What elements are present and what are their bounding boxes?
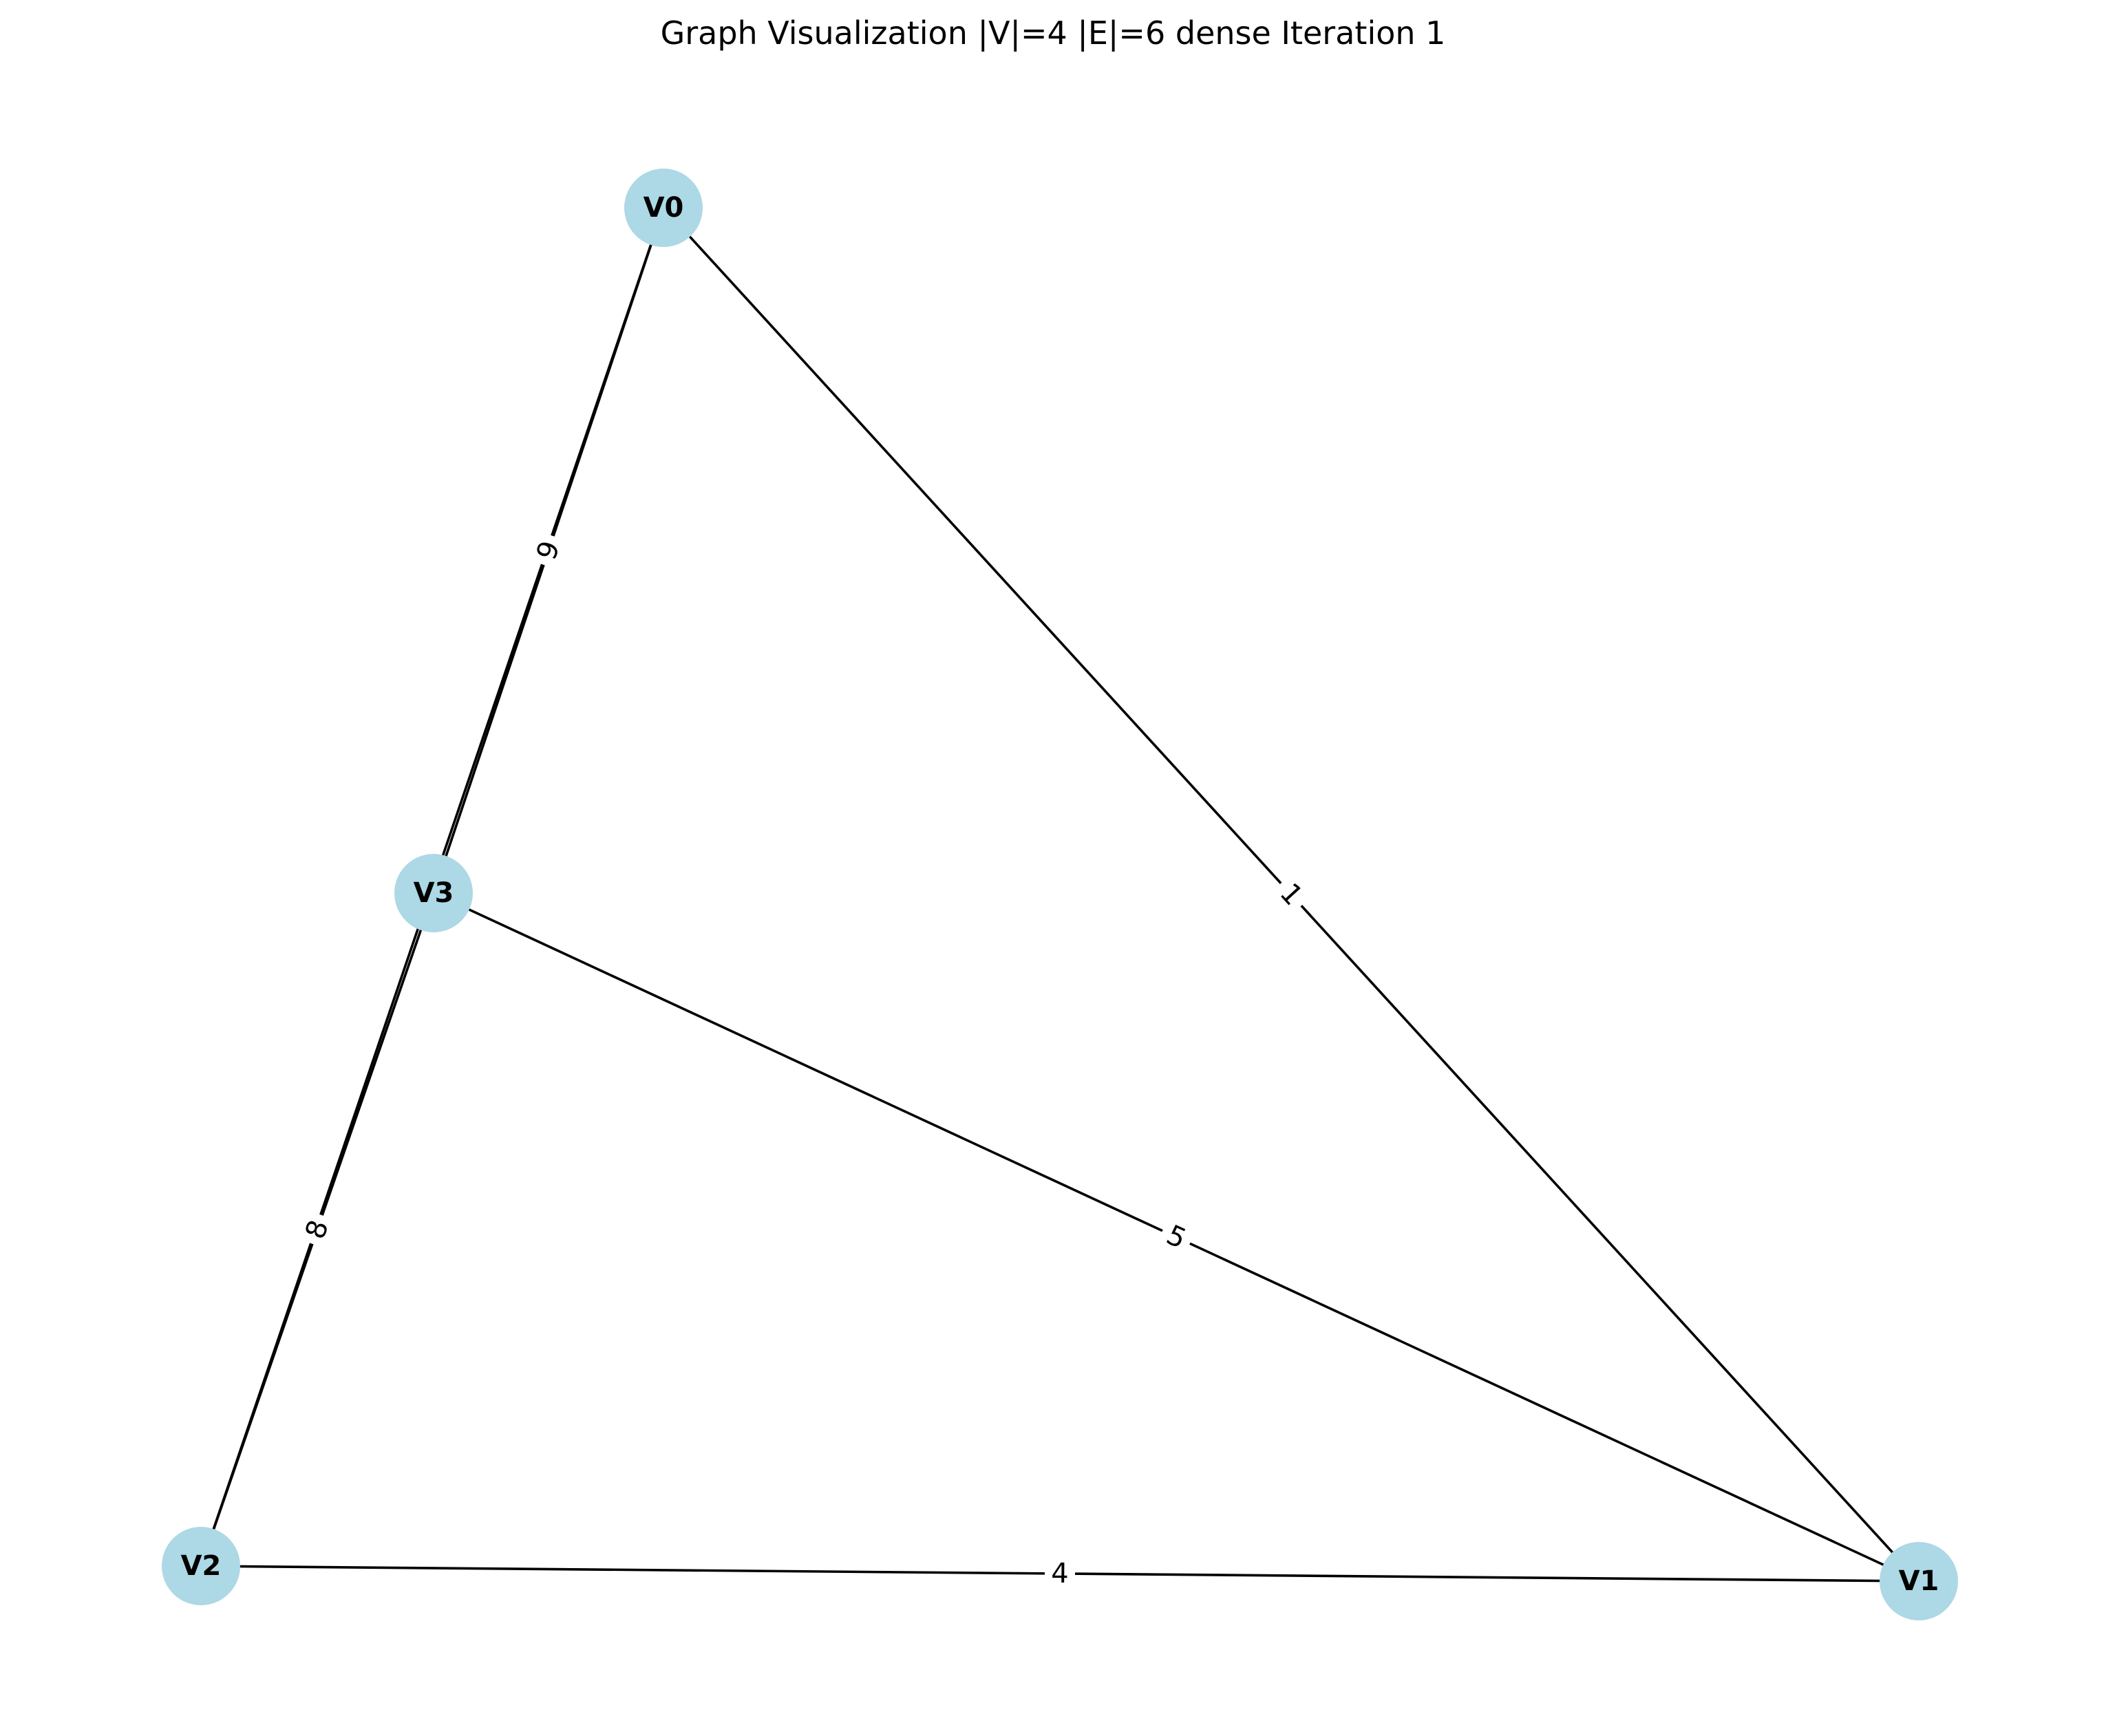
edge-weight-label-background xyxy=(526,530,571,571)
node-circle xyxy=(394,854,473,932)
node-v3: V3 xyxy=(394,854,473,932)
graph-title: Graph Visualization |V|=4 |E|=6 dense It… xyxy=(661,14,1446,52)
edge-weight-label: 9 xyxy=(526,530,571,571)
node-circle xyxy=(1880,1542,1958,1620)
node-v0: V0 xyxy=(624,169,703,247)
edge-weight-text: 4 xyxy=(1051,1558,1069,1589)
node-label: V1 xyxy=(1899,1565,1939,1597)
node-label: V2 xyxy=(181,1550,222,1582)
node-circle xyxy=(162,1527,240,1605)
edge-weight-label: 4 xyxy=(1044,1555,1076,1592)
edge-weight-label-background xyxy=(1155,1214,1198,1260)
node-label: V0 xyxy=(644,192,684,224)
node-v2: V2 xyxy=(162,1527,240,1605)
node-circle xyxy=(624,169,703,247)
node-v1: V1 xyxy=(1880,1542,1958,1620)
edge-weight-label: 5 xyxy=(1155,1214,1198,1260)
edge-weight-label-background xyxy=(1044,1555,1076,1592)
node-label: V3 xyxy=(414,877,454,909)
edge-weight-label: 8 xyxy=(295,1209,339,1250)
edge-weight-label-background xyxy=(1267,871,1315,918)
edge-weight-label-background xyxy=(295,1209,339,1250)
